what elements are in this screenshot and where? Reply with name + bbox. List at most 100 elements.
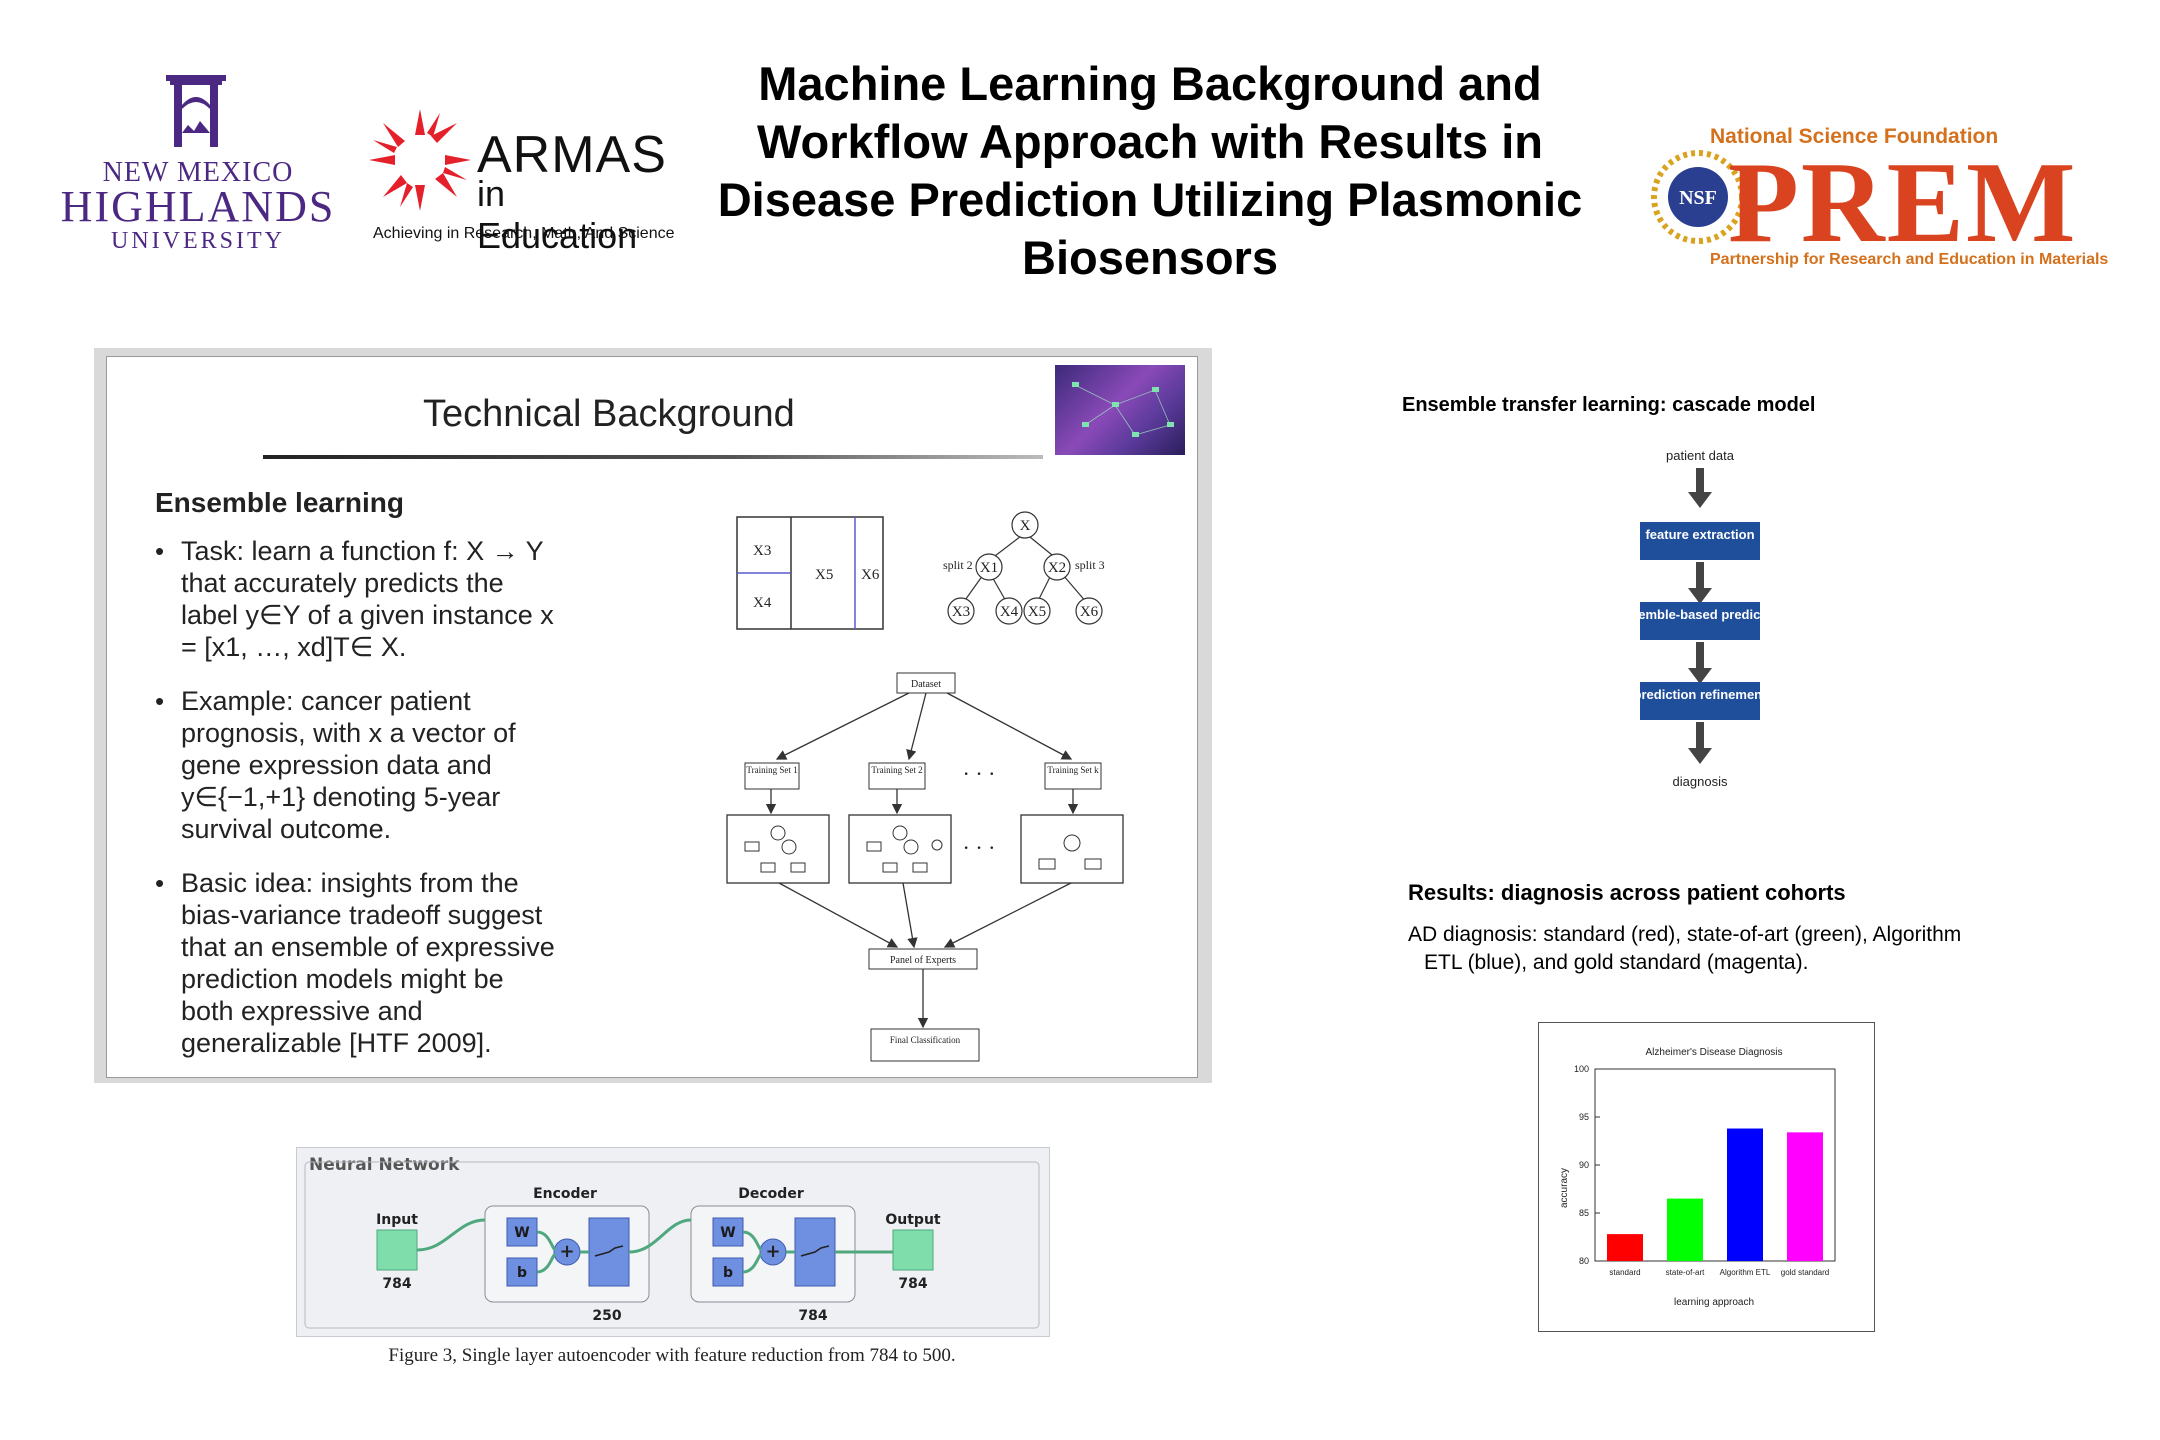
ad-diagnosis-chart: Alzheimer's Disease Diagnosis learning a… (1538, 1022, 1875, 1332)
bagging-ensemble-diagram: Dataset Training Set 1 Training Set 2 Tr… (726, 672, 1124, 1062)
y-tick-label: 90 (1579, 1160, 1589, 1170)
chart-xlabel: learning approach (1674, 1297, 1754, 1308)
bullet-dot: • (155, 536, 165, 566)
partition-x5: X5 (815, 567, 833, 583)
tree-node-x2: X2 (1048, 560, 1066, 576)
partition-x3: X3 (753, 543, 771, 559)
bullet-line: Basic idea: insights from the (181, 868, 519, 898)
bullet-dot: • (155, 686, 165, 716)
nn-dec-b: b (723, 1265, 733, 1281)
training-set-2: Training Set 2 (871, 765, 922, 775)
y-tick-label: 95 (1579, 1112, 1589, 1122)
svg-text:+: + (765, 1241, 780, 1262)
bullet-dot: • (155, 868, 165, 898)
bullet-line: that an ensemble of expressive (181, 932, 555, 962)
nn-input-label: Input (376, 1212, 418, 1228)
nmhu-line2: HIGHLANDS (60, 182, 336, 231)
nn-dec-w: W (720, 1225, 735, 1241)
nn-encoder-size: 250 (592, 1308, 621, 1324)
bullet-line: y∈{−1,+1} denoting 5-year (181, 782, 501, 812)
chart-ylabel: accuracy (1559, 1168, 1570, 1208)
poster-title: Machine Learning Background and Workflow… (717, 57, 1583, 284)
neural-network-figure: Neural Network Input 784 Encoder W b + 2… (296, 1147, 1050, 1337)
results-title: Results: diagnosis across patient cohort… (1408, 880, 1846, 905)
armas-tagline: Achieving in Research, Math, And Science (373, 225, 675, 242)
x-tick-label: Algorithm ETL (1720, 1268, 1771, 1277)
bullet-line: both expressive and (181, 996, 423, 1026)
nmhu-line3: UNIVERSITY (111, 228, 285, 254)
tree-root: X (1020, 518, 1031, 534)
slide-divider (263, 455, 1043, 459)
prem-logo: National Science Foundation NSF PREM Par… (1648, 125, 2128, 275)
slide-subtitle: Ensemble learning (155, 487, 404, 518)
nn-decoder-size: 784 (798, 1308, 827, 1324)
cascade-step-1-label: feature extraction (1645, 527, 1754, 542)
starburst-icon (369, 109, 471, 211)
armas-name: ARMAS (477, 126, 667, 184)
training-set-k: Training Set k (1047, 765, 1099, 775)
tree-leaf-x4: X4 (1000, 604, 1019, 620)
tree-leaf-x6: X6 (1080, 604, 1099, 620)
svg-text:+: + (559, 1241, 574, 1262)
bar-gold-standard (1787, 1132, 1823, 1261)
nsf-seal-icon: NSF (1651, 150, 1745, 244)
nsf-label: National Science Foundation (1710, 125, 1999, 148)
nn-enc-w: W (514, 1225, 529, 1241)
results-desc-line2: ETL (blue), and gold standard (magenta). (1424, 951, 1809, 974)
cascade-input: patient data (1666, 448, 1735, 463)
bullet-line: Task: learn a function f: X → Y (181, 536, 544, 566)
bar-algorithm-etl (1727, 1128, 1763, 1261)
panel-of-experts: Panel of Experts (890, 955, 956, 966)
nn-encoder-label: Encoder (533, 1186, 597, 1202)
results-desc-line1: AD diagnosis: standard (red), state-of-a… (1408, 923, 1962, 946)
x-tick-label: state-of-art (1666, 1268, 1705, 1277)
bar-state-of-art (1667, 1198, 1703, 1261)
y-tick-label: 100 (1574, 1064, 1589, 1074)
bullet-line: prognosis, with x a vector of (181, 718, 516, 748)
nn-enc-b: b (517, 1265, 527, 1281)
nn-input-size: 784 (382, 1276, 411, 1292)
bar-standard (1607, 1234, 1643, 1261)
cascade-step-3-label: prediction refinement (1634, 687, 1768, 702)
cascade-step-1 (1640, 522, 1760, 560)
split2-label: split 2 (943, 558, 973, 572)
bullet-line: generalizable [HTF 2009]. (181, 1028, 492, 1058)
tree-leaf-x3: X3 (952, 604, 970, 620)
cascade-title: Ensemble transfer learning: cascade mode… (1402, 394, 1816, 416)
nmhu-line1: NEW MEXICO (102, 157, 294, 188)
x-tick-label: standard (1609, 1268, 1640, 1277)
bullet-line: prediction models might be (181, 964, 504, 994)
final-classification: Final Classification (890, 1035, 961, 1045)
tree-leaf-x5: X5 (1028, 604, 1046, 620)
prem-sub: Partnership for Research and Education i… (1710, 251, 2109, 268)
bullet-line: gene expression data and (181, 750, 492, 780)
training-set-1: Training Set 1 (746, 765, 797, 775)
slide-title: Technical Background (423, 393, 795, 435)
bullet-line: Example: cancer patient (181, 686, 471, 716)
nn-header: Neural Network (309, 1155, 460, 1175)
armas-logo: ARMAS in Education Achieving in Research… (365, 105, 675, 256)
cascade-step-3 (1640, 682, 1760, 720)
arch-icon (166, 75, 226, 147)
x-tick-label: gold standard (1781, 1268, 1829, 1277)
decision-tree-diagram: X3 X4 X5 X6 X X1 X2 X3 X4 X5 X6 split 2 … (736, 511, 1105, 630)
results-description: AD diagnosis: standard (red), state-of-a… (1408, 921, 2008, 977)
y-tick-label: 85 (1579, 1208, 1589, 1218)
bullet-line: survival outcome. (181, 814, 392, 844)
nsf-seal-text: NSF (1679, 187, 1717, 209)
bullet-line: label y∈Y of a given instance x (181, 600, 554, 630)
bullet-line: bias-variance tradeoff suggest (181, 900, 543, 930)
nmhu-logo: NEW MEXICO HIGHLANDS UNIVERSITY (38, 75, 358, 255)
nn-output-label: Output (885, 1212, 941, 1228)
tree-node-x1: X1 (980, 560, 998, 576)
ellipsis-mid: · · · (963, 835, 996, 860)
figure-caption: Figure 3, Single layer autoencoder with … (388, 1345, 956, 1366)
bullet-idea: • Basic idea: insights from the bias-var… (155, 867, 675, 1059)
bullet-line: = [x1, …, xd]T∈ X. (181, 632, 407, 662)
bullet-example: • Example: cancer patient prognosis, wit… (155, 685, 675, 845)
bullet-line: that accurately predicts the (181, 568, 504, 598)
cascade-step-2 (1640, 602, 1760, 640)
dataset-box: Dataset (911, 679, 941, 690)
chart-title: Alzheimer's Disease Diagnosis (1646, 1047, 1783, 1058)
nn-decoder-label: Decoder (738, 1186, 804, 1202)
